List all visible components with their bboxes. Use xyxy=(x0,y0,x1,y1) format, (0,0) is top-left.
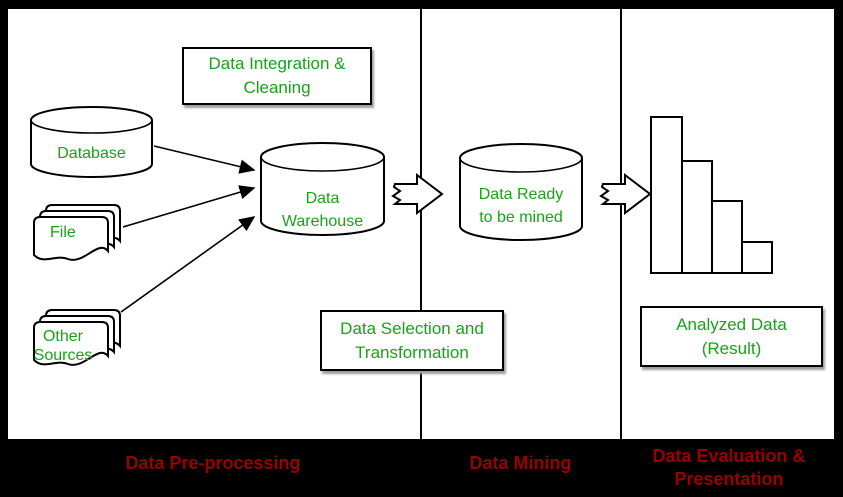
data-ready-label: Data Ready to be mined xyxy=(460,183,582,229)
selection-transformation-box: Data Selection and Transformation xyxy=(320,310,504,371)
stage-divider-2 xyxy=(620,7,622,441)
analyzed-line1: Analyzed Data xyxy=(676,314,787,334)
integration-cleaning-box: Data Integration & Cleaning xyxy=(182,47,372,105)
integration-line1: Data Integration & xyxy=(208,54,346,73)
warehouse-line2: Warehouse xyxy=(281,213,364,230)
warehouse-line1: Data xyxy=(305,190,340,207)
stage-label-mining: Data Mining xyxy=(469,453,572,473)
other-sources-label: Other Sources xyxy=(29,327,97,365)
stage-label-preprocessing: Data Pre-processing xyxy=(125,453,301,473)
selection-line2: Transformation xyxy=(355,342,469,362)
file-label: File xyxy=(50,224,76,241)
data-ready-line1: Data Ready xyxy=(478,186,564,203)
warehouse-label: Data Warehouse xyxy=(261,187,384,233)
stage-evaluation-line2: Presentation xyxy=(674,469,784,489)
stage-evaluation-line1: Data Evaluation & xyxy=(652,446,806,466)
data-ready-line2: to be mined xyxy=(479,209,563,226)
other-sources-line2: Sources xyxy=(33,347,93,364)
selection-line1: Data Selection and xyxy=(340,318,484,338)
integration-line2: Cleaning xyxy=(243,78,311,97)
stage-label-evaluation: Data Evaluation & Presentation xyxy=(621,445,837,491)
stage-divider-1 xyxy=(420,7,422,441)
analyzed-data-box: Analyzed Data (Result) xyxy=(640,306,823,367)
other-sources-line1: Other xyxy=(42,328,83,345)
analyzed-line2: (Result) xyxy=(701,338,762,358)
database-label: Database xyxy=(57,145,126,162)
